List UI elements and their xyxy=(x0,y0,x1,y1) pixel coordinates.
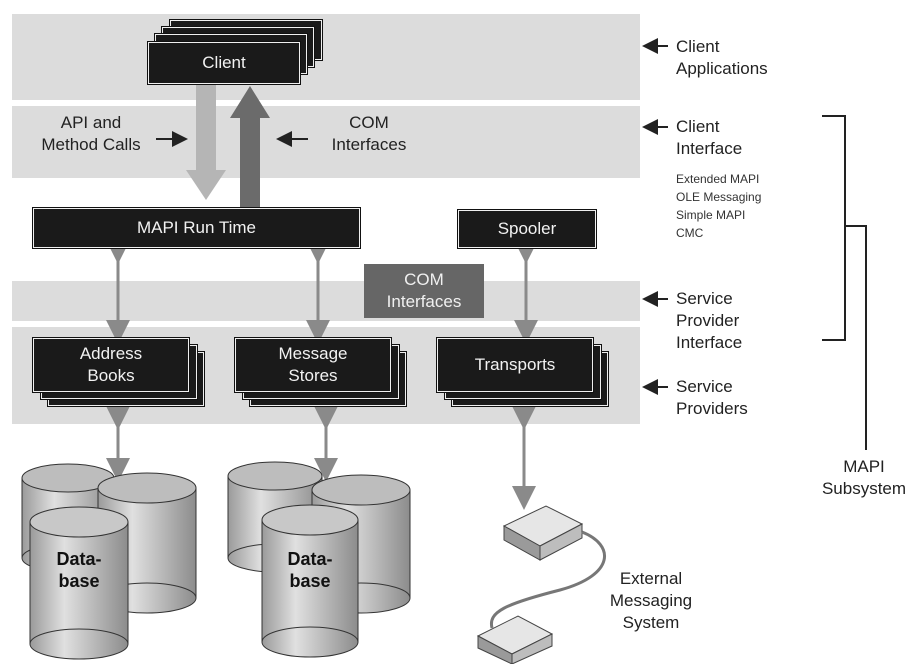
database-label-middle: Data-base xyxy=(287,549,333,591)
connectors xyxy=(106,240,538,510)
database-cylinders-middle xyxy=(227,461,411,658)
client-interface-items: Extended MAPI OLE Messaging Simple MAPI … xyxy=(676,172,762,240)
client-applications-band xyxy=(12,14,640,100)
external-device-top xyxy=(502,505,584,561)
client-box: Client xyxy=(148,42,300,84)
com-interfaces-arrow xyxy=(230,86,270,208)
database-cylinders-left xyxy=(21,463,197,660)
client-interface-band xyxy=(12,106,640,178)
database-label-left: Data-base xyxy=(56,549,102,591)
mapi-runtime-box: MAPI Run Time xyxy=(33,208,360,248)
service-provider-interface-label: Service Provider Interface xyxy=(676,289,743,352)
layer-pointer-arrows xyxy=(642,38,668,395)
transports-box: Transports xyxy=(437,338,593,392)
api-calls-arrow xyxy=(186,84,226,200)
interface-bracket xyxy=(822,115,846,341)
external-device-bottom xyxy=(476,615,554,664)
device-cable xyxy=(489,530,606,629)
spooler-box: Spooler xyxy=(458,210,596,248)
subsystem-bracket-line xyxy=(845,225,867,450)
